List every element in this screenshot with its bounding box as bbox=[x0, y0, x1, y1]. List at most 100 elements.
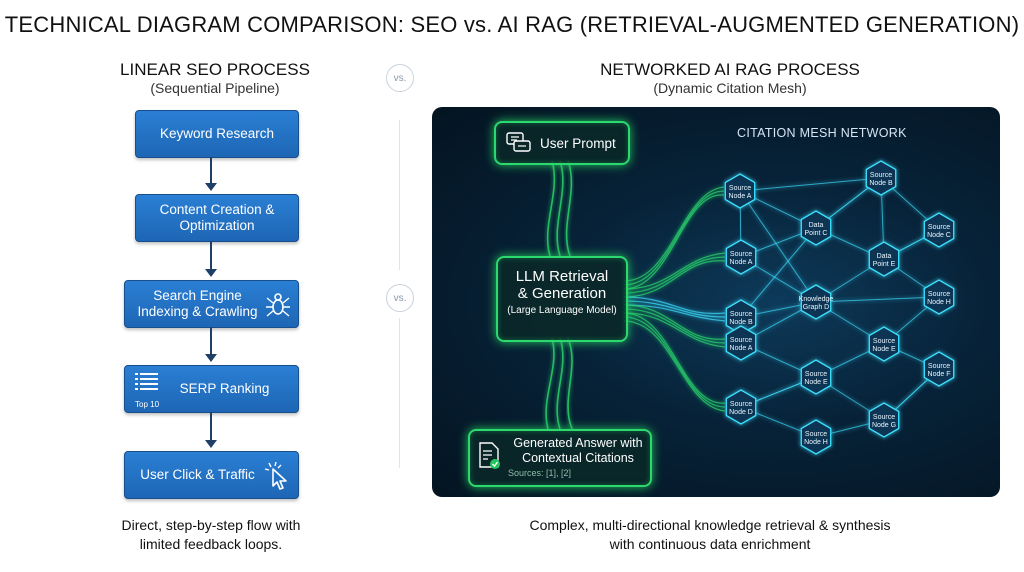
flow-arrow bbox=[210, 241, 212, 269]
mesh-node-hexagon bbox=[868, 402, 900, 438]
user-prompt-label: User Prompt bbox=[540, 135, 616, 151]
vs-badge-top: vs. bbox=[386, 64, 414, 92]
mesh-node-hexagon bbox=[923, 351, 955, 387]
flow-line bbox=[623, 300, 726, 318]
arrowhead bbox=[205, 354, 217, 362]
mesh-node-hexagon bbox=[725, 389, 757, 425]
serp-top10-caption: Top 10 bbox=[135, 400, 160, 409]
mesh-node-label: Node B bbox=[869, 180, 893, 187]
mesh-node-label: Source bbox=[730, 251, 752, 258]
flow-line bbox=[623, 316, 726, 408]
mesh-node-label: Source bbox=[870, 172, 892, 179]
seo-heading: LINEAR SEO PROCESS bbox=[120, 60, 310, 79]
flow-line bbox=[623, 320, 726, 412]
mesh-node-label: Source bbox=[805, 431, 827, 438]
mesh-node-label: Source bbox=[805, 371, 827, 378]
flow-line bbox=[623, 308, 726, 344]
vs-badge-bottom: vs. bbox=[386, 284, 414, 312]
mesh-node-hexagon bbox=[725, 239, 757, 275]
mesh-node-hexagon bbox=[923, 212, 955, 248]
mesh-node-hexagon bbox=[865, 160, 897, 196]
flow-line bbox=[623, 252, 726, 290]
mesh-node-label: Source bbox=[873, 338, 895, 345]
seo-step-content-creation: Content Creation & Optimization bbox=[135, 194, 299, 242]
spider-icon bbox=[266, 293, 290, 317]
flow-line bbox=[623, 312, 726, 404]
mesh-node-label: Node H bbox=[804, 439, 828, 446]
llm-box: LLM Retrieval & Generation (Large Langua… bbox=[496, 256, 628, 342]
mesh-node-label: Source bbox=[730, 337, 752, 344]
seo-step-keyword-research: Keyword Research bbox=[135, 110, 299, 158]
mesh-node-label: Source bbox=[873, 414, 895, 421]
flow-line bbox=[556, 337, 564, 430]
seo-subheading: (Sequential Pipeline) bbox=[150, 80, 280, 96]
mesh-node-hexagon bbox=[868, 326, 900, 362]
mesh-node-label: Source bbox=[928, 291, 950, 298]
arrowhead bbox=[205, 440, 217, 448]
mesh-node-label: Source bbox=[730, 401, 752, 408]
answer-title: Generated Answer with Contextual Citatio… bbox=[513, 436, 643, 465]
mesh-node-hexagon bbox=[800, 284, 832, 320]
flow-line bbox=[623, 186, 725, 282]
generated-answer-box: Generated Answer with Contextual Citatio… bbox=[468, 429, 652, 487]
rag-caption: Complex, multi-directional knowledge ret… bbox=[529, 517, 891, 552]
seo-step-label: Search Engine Indexing & Crawling bbox=[137, 288, 258, 319]
mesh-node-hexagon bbox=[800, 359, 832, 395]
divider-line-top bbox=[399, 120, 400, 270]
seo-step-serp-ranking: Top 10 SERP Ranking bbox=[124, 365, 299, 413]
mesh-node-label: Node C bbox=[927, 232, 951, 239]
mesh-node-hexagon bbox=[923, 279, 955, 315]
flow-line bbox=[567, 337, 573, 430]
cursor-click-icon bbox=[264, 461, 287, 490]
flow-line bbox=[623, 190, 725, 286]
mesh-node-label: Node A bbox=[729, 193, 752, 200]
mesh-node-label: Data bbox=[809, 222, 824, 229]
llm-subtitle: (Large Language Model) bbox=[507, 305, 617, 316]
seo-step-indexing-crawling: Search Engine Indexing & Crawling bbox=[124, 280, 299, 328]
mesh-node-hexagon bbox=[800, 210, 832, 246]
mesh-node-label: Node E bbox=[872, 346, 896, 353]
seo-caption: Direct, step-by-step flow with limited f… bbox=[121, 517, 301, 552]
flow-arrow bbox=[210, 327, 212, 354]
flow-line bbox=[623, 194, 725, 290]
mesh-node-hexagon bbox=[725, 325, 757, 361]
chat-bubble-icon bbox=[506, 132, 531, 152]
mesh-node-label: Source bbox=[730, 311, 752, 318]
seo-step-label: SERP Ranking bbox=[179, 381, 270, 396]
mesh-title: CITATION MESH NETWORK bbox=[737, 126, 907, 140]
mesh-node-label: Source bbox=[928, 224, 950, 231]
seo-step-user-click: User Click & Traffic bbox=[124, 451, 299, 499]
llm-title: LLM Retrieval & Generation bbox=[515, 268, 609, 302]
flow-line bbox=[623, 296, 726, 315]
seo-step-label: User Click & Traffic bbox=[140, 467, 255, 482]
mesh-edge bbox=[739, 190, 817, 303]
flow-line bbox=[556, 160, 564, 257]
flow-arrow bbox=[210, 412, 212, 440]
mesh-node-label: Node F bbox=[928, 371, 951, 378]
mesh-node-label: Knowledge bbox=[799, 296, 834, 303]
flow-line bbox=[623, 256, 726, 294]
mesh-node-label: Source bbox=[928, 363, 950, 370]
arrowhead bbox=[205, 183, 217, 191]
flow-line bbox=[623, 260, 726, 298]
mesh-edges bbox=[739, 177, 940, 438]
flow-line bbox=[623, 304, 726, 322]
mesh-node-hexagon bbox=[868, 241, 900, 277]
mesh-node-label: Node E bbox=[804, 379, 828, 386]
flow-line bbox=[623, 304, 726, 340]
